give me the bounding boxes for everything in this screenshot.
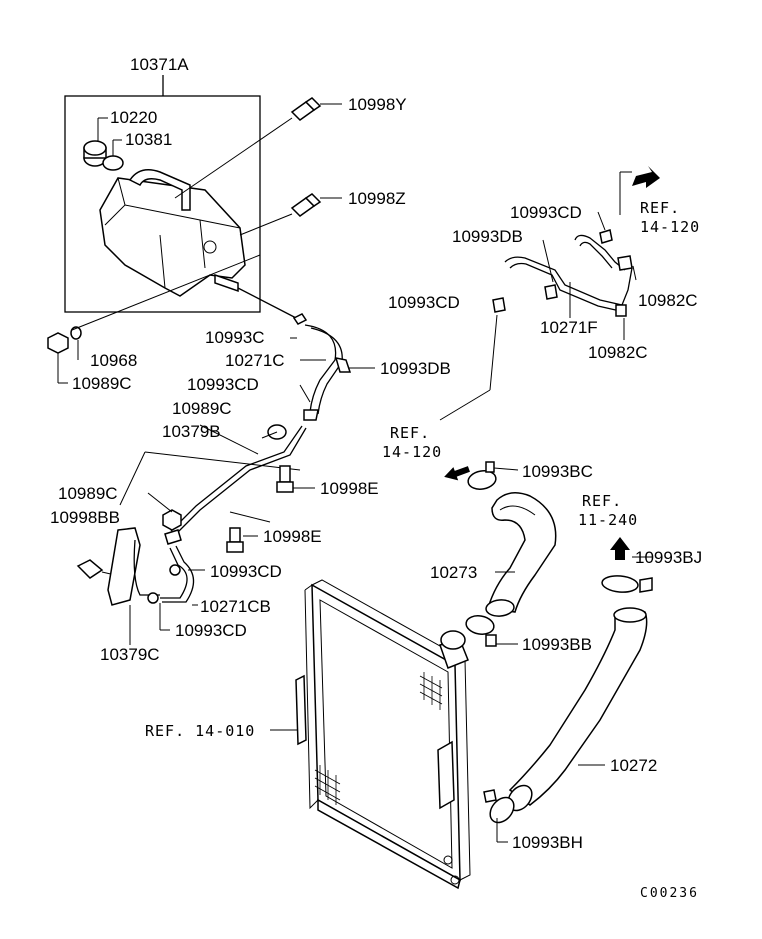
label-10993BB: 10993BB <box>522 635 592 654</box>
gasket-10381 <box>102 155 124 171</box>
ref-11-240-line1: REF. <box>582 492 622 510</box>
label-10993CD-b: 10993CD <box>210 562 282 581</box>
label-10993C: 10993C <box>205 328 265 347</box>
bolt-10998Y <box>174 97 342 199</box>
label-10993CD-a: 10993CD <box>187 375 259 394</box>
label-10982C-a: 10982C <box>638 291 698 310</box>
drawing-code: C00236 <box>640 886 699 901</box>
label-10371A: 10371A <box>130 55 189 74</box>
label-10993CD-e: 10993CD <box>388 293 460 312</box>
label-10993BH: 10993BH <box>512 833 583 852</box>
label-10271F: 10271F <box>540 318 598 337</box>
reservoir-group <box>64 75 261 313</box>
label-10989C-c: 10989C <box>58 484 118 503</box>
bolt-10998Z <box>239 193 342 236</box>
label-10998BB: 10998BB <box>50 508 120 527</box>
label-10993CD-c: 10993CD <box>175 621 247 640</box>
bracket-10379C-group <box>76 492 205 645</box>
ref-14-010: REF. 14-010 <box>145 722 255 740</box>
ref-14-120-b-line2: 14-120 <box>382 443 442 461</box>
label-10993DB-b: 10993DB <box>452 227 523 246</box>
label-10998Y: 10998Y <box>348 95 407 114</box>
label-10272: 10272 <box>610 756 657 775</box>
label-10381: 10381 <box>125 130 172 149</box>
upper-hose-10273 <box>444 461 557 647</box>
ref-14-120-b-line1: REF. <box>390 424 430 442</box>
label-10998E-a: 10998E <box>320 479 379 498</box>
radiator <box>270 579 471 890</box>
reservoir-tank <box>99 169 246 297</box>
label-10968: 10968 <box>90 351 137 370</box>
label-10993CD-d: 10993CD <box>510 203 582 222</box>
label-10989C-a: 10989C <box>72 374 132 393</box>
overflow-hose-10271C <box>237 287 375 421</box>
label-10993BC: 10993BC <box>522 462 593 481</box>
label-10273: 10273 <box>430 563 477 582</box>
label-10998E-b: 10998E <box>263 527 322 546</box>
label-10989C-b: 10989C <box>172 399 232 418</box>
label-10220: 10220 <box>110 108 157 127</box>
label-10379B: 10379B <box>162 422 221 441</box>
nut-washer-group <box>47 254 261 384</box>
pipe-10379B <box>119 424 315 553</box>
lower-hose-10272 <box>483 537 653 843</box>
ref-14-120-a-line1: REF. <box>640 199 680 217</box>
label-10271C: 10271C <box>225 351 285 370</box>
label-10993DB-a: 10993DB <box>380 359 451 378</box>
hose-10271F-group <box>439 166 660 421</box>
label-10982C-b: 10982C <box>588 343 648 362</box>
ref-14-120-a-line2: 14-120 <box>640 218 700 236</box>
label-10271CB: 10271CB <box>200 597 271 616</box>
ref-11-240-line2: 11-240 <box>578 511 638 529</box>
label-10993BJ: 10993BJ <box>635 548 702 567</box>
label-10998Z: 10998Z <box>348 189 406 208</box>
label-10379C: 10379C <box>100 645 160 664</box>
